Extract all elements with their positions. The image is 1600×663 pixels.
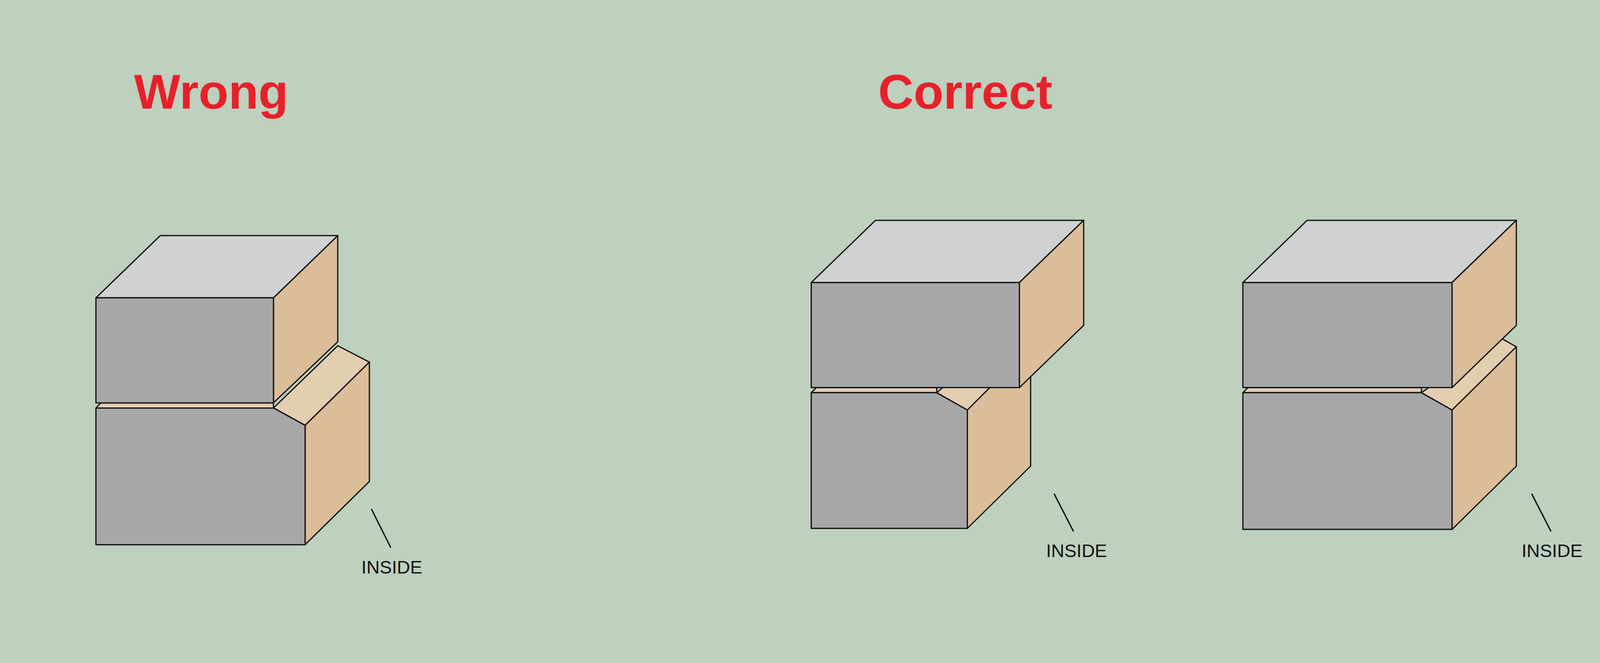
correct-upper-block <box>811 220 1084 388</box>
leader-line <box>371 509 392 548</box>
leader-line <box>1531 493 1552 532</box>
leader-line <box>1053 493 1074 532</box>
side-label: INSIDE <box>361 558 423 577</box>
heading: Wrong <box>134 67 289 117</box>
side-label: INSIDE <box>1045 542 1107 561</box>
correct-upper-block <box>1242 220 1517 388</box>
side-label: INSIDE <box>1521 542 1583 561</box>
wrong-upper-block <box>95 235 338 404</box>
heading: Correct <box>877 67 1053 117</box>
